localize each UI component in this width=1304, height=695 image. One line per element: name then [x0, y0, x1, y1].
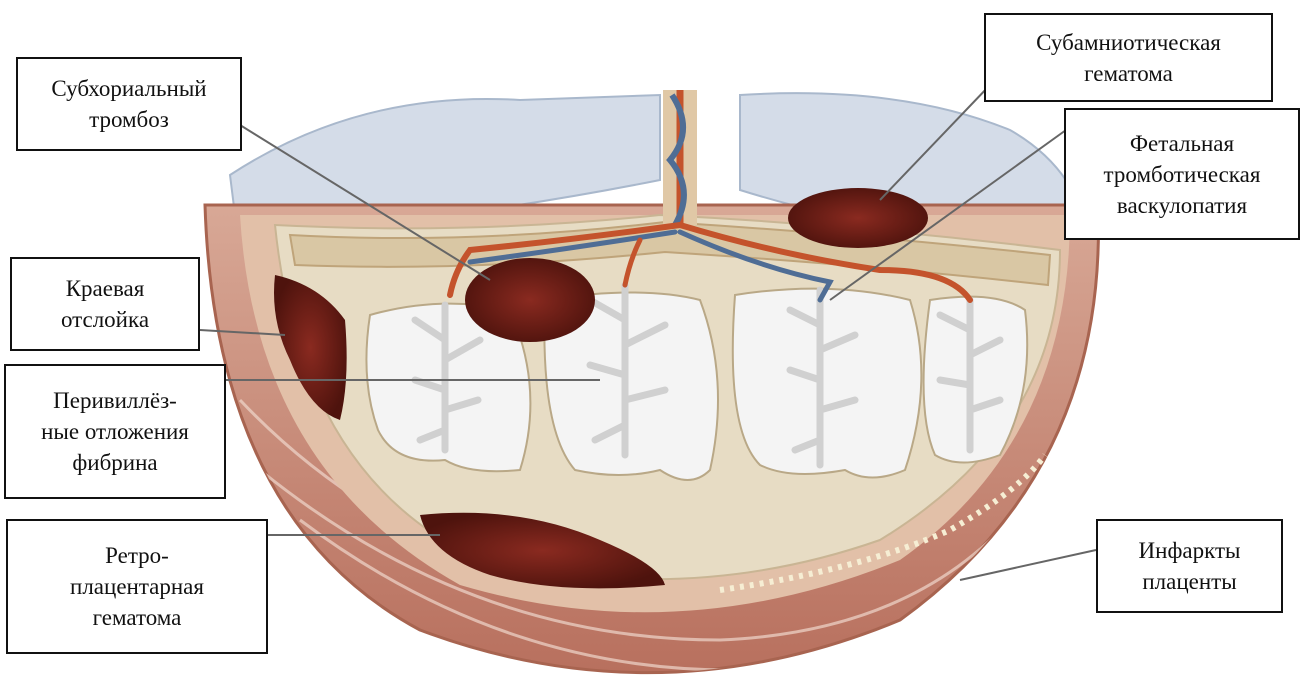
label-subamniotic-hematoma-text: Субамниотическая гематома: [1036, 27, 1221, 89]
label-placental-infarcts-text: Инфаркты плаценты: [1139, 535, 1241, 597]
label-retroplacental-hematoma: Ретро- плацентарная гематома: [6, 519, 268, 654]
label-perivillous-fibrin: Перивиллёз- ные отложения фибрина: [4, 364, 226, 499]
label-retroplacental-hematoma-text: Ретро- плацентарная гематома: [70, 540, 204, 633]
label-perivillous-fibrin-text: Перивиллёз- ные отложения фибрина: [41, 385, 189, 478]
label-subchorial-thrombus-text: Субхориальный тромбоз: [51, 73, 206, 135]
label-marginal-abruption-text: Краевая отслойка: [61, 273, 149, 335]
label-fetal-vasculopathy: Фетальная тромботическая васкулопатия: [1064, 108, 1300, 240]
label-marginal-abruption: Краевая отслойка: [10, 257, 200, 351]
label-subamniotic-hematoma: Субамниотическая гематома: [984, 13, 1273, 102]
umbilical-cord: [670, 90, 684, 225]
subamniotic-hematoma: [788, 188, 928, 248]
label-fetal-vasculopathy-text: Фетальная тромботическая васкулопатия: [1104, 128, 1261, 221]
label-subchorial-thrombus: Субхориальный тромбоз: [16, 57, 242, 151]
label-placental-infarcts: Инфаркты плаценты: [1096, 519, 1283, 613]
subchorial-thrombus: [465, 258, 595, 342]
